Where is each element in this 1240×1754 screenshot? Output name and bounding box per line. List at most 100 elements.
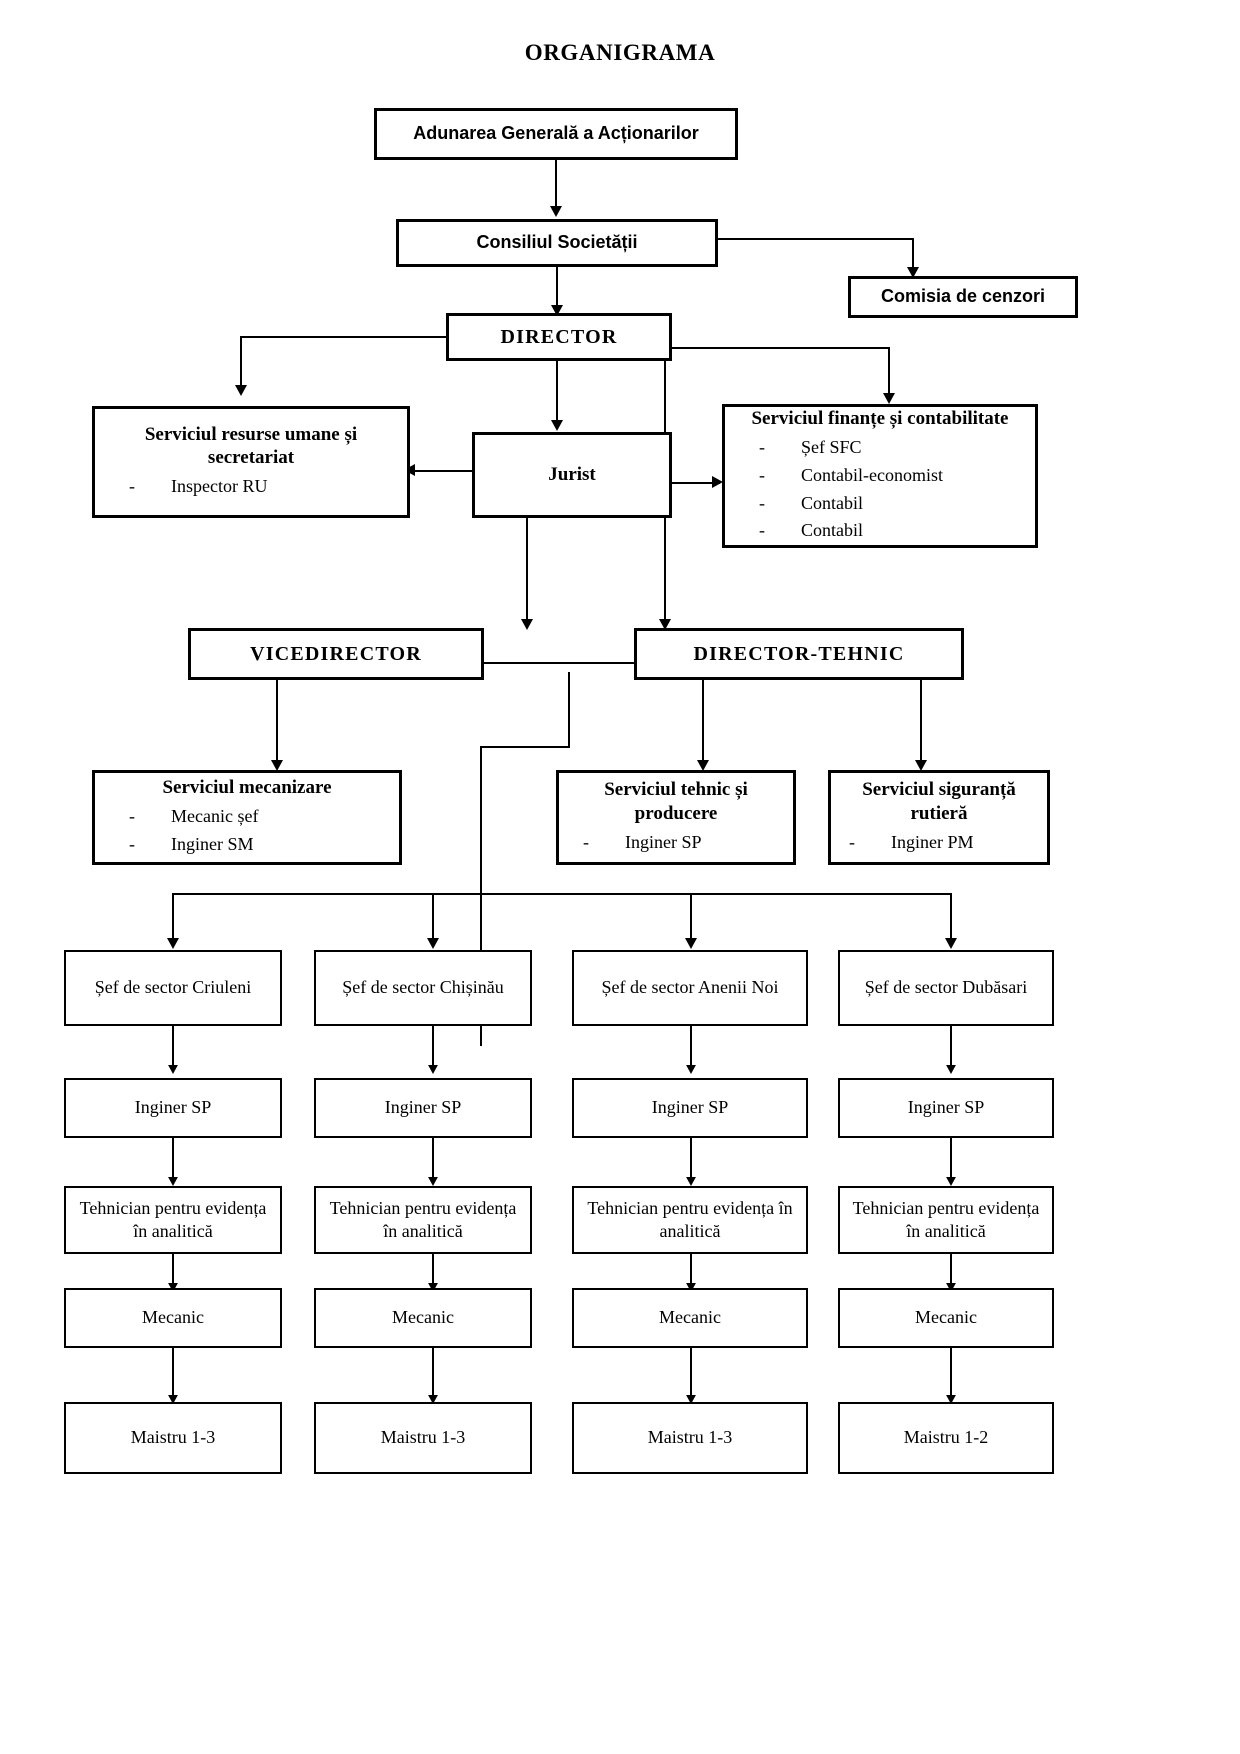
connector-dt-sectorbus-h bbox=[480, 746, 570, 748]
arrow-consiliu-director bbox=[551, 305, 563, 316]
node-label: Adunarea Generală a Acționarilor bbox=[413, 123, 699, 144]
arrow-director-finante bbox=[883, 393, 895, 404]
node-label: Tehnician pentru evidența în analitică bbox=[587, 1197, 793, 1241]
bullet-dash: - bbox=[849, 831, 855, 852]
node-label: Tehnician pentru evidența în analitică bbox=[852, 1197, 1040, 1241]
connector-s4-a bbox=[950, 1026, 952, 1070]
node-label: Serviciul finanțe și contabilitate bbox=[751, 407, 1009, 429]
bullet-dash: - bbox=[583, 831, 589, 852]
node-sector-2-role-2[interactable]: Tehnician pentru evidența în analitică bbox=[314, 1186, 532, 1254]
node-director[interactable]: DIRECTOR bbox=[446, 313, 672, 361]
node-sector-head-2[interactable]: Șef de sector Chișinău bbox=[314, 950, 532, 1026]
list-item-label: Contabil bbox=[801, 520, 863, 541]
node-label: Mecanic bbox=[659, 1307, 721, 1328]
node-serviciul-mecanizare[interactable]: Serviciul mecanizare - Mecanic șef - Ing… bbox=[92, 770, 402, 865]
sector-drop-4 bbox=[950, 893, 952, 941]
node-label: Mecanic bbox=[392, 1307, 454, 1328]
arrow-s1-b bbox=[168, 1176, 178, 1187]
arrow-vicedirector-mecanizare bbox=[271, 760, 283, 771]
node-sector-3-role-2[interactable]: Tehnician pentru evidența în analitică bbox=[572, 1186, 808, 1254]
list-item: - Contabil bbox=[759, 490, 1035, 518]
connector-s4-c bbox=[950, 1254, 952, 1288]
node-serviciul-finante[interactable]: Serviciul finanțe și contabilitate - Șef… bbox=[722, 404, 1038, 548]
node-serviciul-siguranta-rutiera[interactable]: Serviciul siguranță rutieră - Inginer PM bbox=[828, 770, 1050, 865]
node-sector-head-1[interactable]: Șef de sector Criuleni bbox=[64, 950, 282, 1026]
bullet-dash: - bbox=[759, 492, 765, 513]
connector-dt-siguranta bbox=[920, 680, 922, 764]
arrow-jurist-finante bbox=[712, 476, 723, 488]
connector-s1-c bbox=[172, 1254, 174, 1288]
node-label: DIRECTOR bbox=[500, 325, 618, 348]
node-sector-3-role-1[interactable]: Inginer SP bbox=[572, 1078, 808, 1138]
list-item-label: Contabil bbox=[801, 492, 863, 513]
sector-drop-3 bbox=[690, 893, 692, 941]
node-label: Jurist bbox=[548, 464, 596, 486]
node-sector-head-3[interactable]: Șef de sector Anenii Noi bbox=[572, 950, 808, 1026]
node-director-tehnic[interactable]: DIRECTOR-TEHNIC bbox=[634, 628, 964, 680]
connector-aga-consiliu bbox=[555, 160, 557, 210]
node-sector-1-role-3[interactable]: Mecanic bbox=[64, 1288, 282, 1348]
node-sector-4-role-3[interactable]: Mecanic bbox=[838, 1288, 1054, 1348]
node-label: Inginer SP bbox=[384, 1097, 462, 1118]
arrow-director-ru bbox=[235, 385, 247, 396]
arrow-s2-c bbox=[428, 1282, 438, 1293]
arrow-s2-d bbox=[428, 1394, 438, 1405]
node-label: Serviciul siguranță rutieră bbox=[862, 779, 1016, 824]
list-item: - Inspector RU bbox=[129, 473, 407, 501]
connector-vicedirector-mecanizare bbox=[276, 680, 278, 764]
arrow-s4-d bbox=[946, 1394, 956, 1405]
node-sector-3-role-3[interactable]: Mecanic bbox=[572, 1288, 808, 1348]
node-label: Serviciul mecanizare bbox=[162, 777, 332, 799]
node-comisia-de-cenzori[interactable]: Comisia de cenzori bbox=[848, 276, 1078, 318]
node-label: Maistru 1-3 bbox=[130, 1427, 216, 1448]
node-sector-1-role-4[interactable]: Maistru 1-3 bbox=[64, 1402, 282, 1474]
node-sector-2-role-3[interactable]: Mecanic bbox=[314, 1288, 532, 1348]
node-sector-4-role-4[interactable]: Maistru 1-2 bbox=[838, 1402, 1054, 1474]
node-label: Șef de sector Dubăsari bbox=[864, 977, 1028, 998]
list-item-label: Inspector RU bbox=[171, 476, 268, 497]
sub-item-list: - Inginer SP bbox=[559, 829, 793, 857]
node-consiliul-societatii[interactable]: Consiliul Societății bbox=[396, 219, 718, 267]
arrow-s3-c bbox=[686, 1282, 696, 1293]
node-sector-2-role-4[interactable]: Maistru 1-3 bbox=[314, 1402, 532, 1474]
node-label: Maistru 1-2 bbox=[903, 1427, 989, 1448]
node-label: Serviciul resurse umane și secretariat bbox=[144, 423, 358, 469]
node-serviciul-tehnic-producere[interactable]: Serviciul tehnic și producere - Inginer … bbox=[556, 770, 796, 865]
connector-consiliu-cenzori-h bbox=[718, 238, 914, 240]
node-sector-1-role-2[interactable]: Tehnician pentru evidența în analitică bbox=[64, 1186, 282, 1254]
node-label: Șef de sector Chișinău bbox=[342, 977, 504, 998]
node-sector-1-role-1[interactable]: Inginer SP bbox=[64, 1078, 282, 1138]
bullet-dash: - bbox=[129, 806, 135, 827]
node-label: Tehnician pentru evidența în analitică bbox=[329, 1197, 517, 1241]
connector-consiliu-director bbox=[556, 267, 558, 309]
arrow-s1-c bbox=[168, 1282, 178, 1293]
arrow-s1-d bbox=[168, 1394, 178, 1405]
arrow-s3-a bbox=[686, 1064, 696, 1075]
list-item-label: Inginer PM bbox=[891, 831, 974, 852]
node-label: Șef de sector Anenii Noi bbox=[601, 977, 779, 998]
sector-drop-1 bbox=[172, 893, 174, 941]
bullet-dash: - bbox=[129, 476, 135, 497]
node-serviciul-resurse-umane[interactable]: Serviciul resurse umane și secretariat -… bbox=[92, 406, 410, 518]
sub-item-list: - Mecanic șef - Inginer SM bbox=[95, 803, 399, 859]
node-adunarea-generala[interactable]: Adunarea Generală a Acționarilor bbox=[374, 108, 738, 160]
arrow-dt-tehnic-producere bbox=[697, 760, 709, 771]
node-sector-4-role-2[interactable]: Tehnician pentru evidența în analitică bbox=[838, 1186, 1054, 1254]
arrow-s3-b bbox=[686, 1176, 696, 1187]
node-jurist[interactable]: Jurist bbox=[472, 432, 672, 518]
node-label: Inginer SP bbox=[907, 1097, 985, 1118]
list-item: - Inginer SP bbox=[583, 829, 793, 857]
arrow-dt-siguranta bbox=[915, 760, 927, 771]
node-sector-3-role-4[interactable]: Maistru 1-3 bbox=[572, 1402, 808, 1474]
bullet-dash: - bbox=[759, 436, 765, 457]
list-item: - Contabil-economist bbox=[759, 462, 1035, 490]
node-sector-head-4[interactable]: Șef de sector Dubăsari bbox=[838, 950, 1054, 1026]
arrow-director-jurist bbox=[551, 420, 563, 431]
node-vicedirector[interactable]: VICEDIRECTOR bbox=[188, 628, 484, 680]
connector-s2-b bbox=[432, 1138, 434, 1182]
node-sector-2-role-1[interactable]: Inginer SP bbox=[314, 1078, 532, 1138]
list-item-label: Inginer SP bbox=[625, 831, 702, 852]
sector-arrow-2 bbox=[427, 938, 439, 949]
node-sector-4-role-1[interactable]: Inginer SP bbox=[838, 1078, 1054, 1138]
